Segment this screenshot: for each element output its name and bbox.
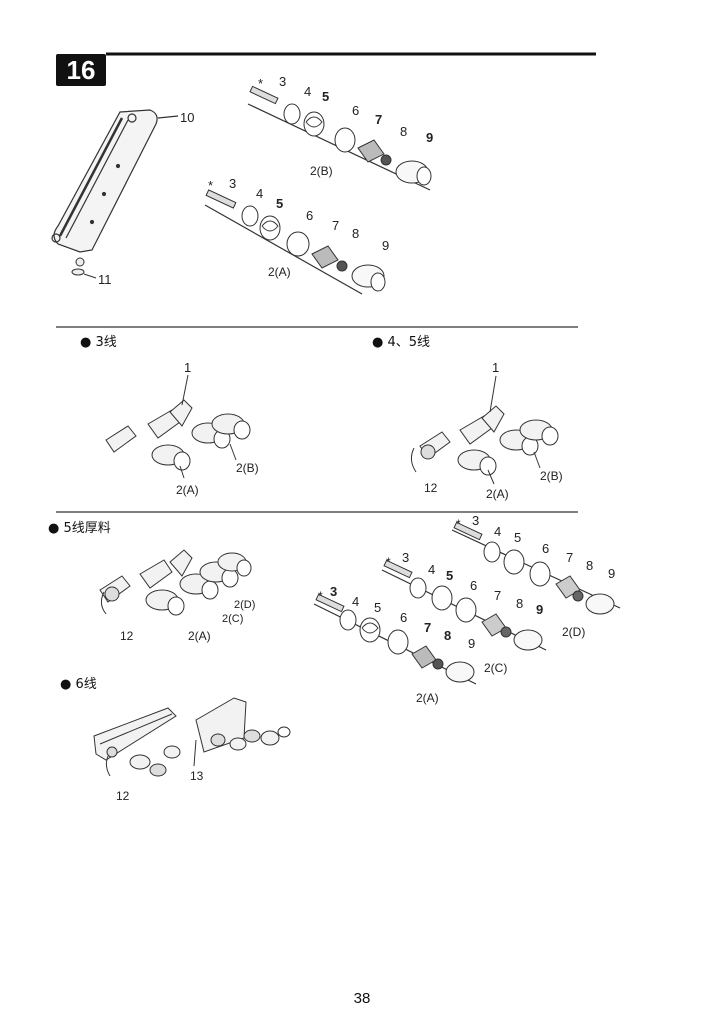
- view2a-top-star: *: [208, 178, 213, 193]
- view2a-lower-assembly-label: 2(A): [416, 691, 439, 705]
- exploded-view-2d: [451, 521, 621, 615]
- view2a-top-assembly-label: 2(A): [268, 265, 291, 279]
- config-3-thread-illustration: [105, 374, 251, 479]
- config-45-label-2a: 2(A): [486, 487, 509, 501]
- config-6-thread-illustration: [93, 697, 291, 777]
- view2b-label-7: 7: [375, 112, 382, 127]
- view2d-label-7: 7: [566, 550, 573, 565]
- view2a-top-label-8: 8: [352, 226, 359, 241]
- view2c-label-5: 5: [446, 568, 453, 583]
- view2a-lower-label-8: 8: [444, 628, 451, 643]
- view2d-star: *: [456, 517, 461, 531]
- view2b-label-8: 8: [400, 124, 407, 139]
- view2b-label-3: 3: [279, 74, 286, 89]
- view2a-lower-label-3: 3: [330, 584, 337, 599]
- config-45-label-2b: 2(B): [540, 469, 563, 483]
- config-45-label-12: 12: [424, 481, 438, 495]
- view2b-label-6: 6: [352, 103, 359, 118]
- view2a-top-label-7: 7: [332, 218, 339, 233]
- view2a-top-label-4: 4: [256, 186, 263, 201]
- config-5-heavy-illustration: [99, 549, 252, 616]
- view2a-top-label-3: 3: [229, 176, 236, 191]
- config-5-heavy-title: ● 5线厚料: [48, 521, 111, 536]
- config-45-thread-title: ● 4、5线: [372, 335, 430, 350]
- config-6-thread-title: ● 6线: [60, 677, 97, 692]
- view2d-label-6: 6: [542, 541, 549, 556]
- section-number-badge: 16: [56, 54, 106, 86]
- view2d-label-9: 9: [608, 566, 615, 581]
- view2b-label-4: 4: [304, 84, 311, 99]
- view2d-label-4: 4: [494, 524, 501, 539]
- view2c-label-9: 9: [536, 602, 543, 617]
- view2d-label-5: 5: [514, 530, 521, 545]
- config-5-heavy-label-2a: 2(A): [188, 629, 211, 643]
- config-5-heavy-label-12: 12: [120, 629, 134, 643]
- view2b-star: *: [258, 76, 263, 91]
- view2d-label-3: 3: [472, 513, 479, 528]
- screw-11: [71, 257, 97, 279]
- page-number: 38: [353, 990, 371, 1007]
- config-3-label-2b: 2(B): [236, 461, 259, 475]
- view2c-label-4: 4: [428, 562, 435, 577]
- config-6-label-12: 12: [116, 789, 130, 803]
- view2b-label-9: 9: [426, 130, 433, 145]
- config-5-heavy-label-2d: 2(D): [234, 599, 255, 611]
- view2b-label-5: 5: [322, 89, 329, 104]
- view2c-label-6: 6: [470, 578, 477, 593]
- exploded-view-2c: [381, 559, 547, 651]
- config-5-heavy-label-2c: 2(C): [222, 613, 243, 625]
- view2a-lower-label-7: 7: [424, 620, 431, 635]
- view2d-label-8: 8: [586, 558, 593, 573]
- config-3-thread-title: ● 3线: [80, 335, 117, 350]
- config-45-label-1: 1: [492, 360, 499, 375]
- view2a-top-label-5: 5: [276, 196, 283, 211]
- config-45-thread-illustration: [410, 375, 559, 485]
- config-6-label-13: 13: [190, 769, 204, 783]
- config-3-label-2a: 2(A): [176, 483, 199, 497]
- view2a-lower-label-4: 4: [352, 594, 359, 609]
- exploded-view-2a-lower: [313, 593, 477, 685]
- label-11: 11: [98, 272, 112, 287]
- label-10: 10: [180, 110, 194, 125]
- view2a-top-label-9: 9: [382, 238, 389, 253]
- exploded-view-2b: [247, 85, 432, 191]
- view2a-top-label-6: 6: [306, 208, 313, 223]
- view2c-star: *: [386, 555, 391, 569]
- config-3-label-1: 1: [184, 360, 191, 375]
- exploded-view-2a-top: [204, 189, 386, 295]
- view2c-label-8: 8: [516, 596, 523, 611]
- view2c-assembly-label: 2(C): [484, 661, 507, 675]
- view2c-label-3: 3: [402, 550, 409, 565]
- view2c-label-7: 7: [494, 588, 501, 603]
- view2b-assembly-label: 2(B): [310, 164, 333, 178]
- bracket-plate-10: [51, 109, 179, 253]
- view2d-assembly-label: 2(D): [562, 625, 585, 639]
- view2a-lower-label-5: 5: [374, 600, 381, 615]
- view2a-lower-label-9: 9: [468, 636, 475, 651]
- view2a-lower-label-6: 6: [400, 610, 407, 625]
- view2a-lower-star: *: [318, 589, 323, 603]
